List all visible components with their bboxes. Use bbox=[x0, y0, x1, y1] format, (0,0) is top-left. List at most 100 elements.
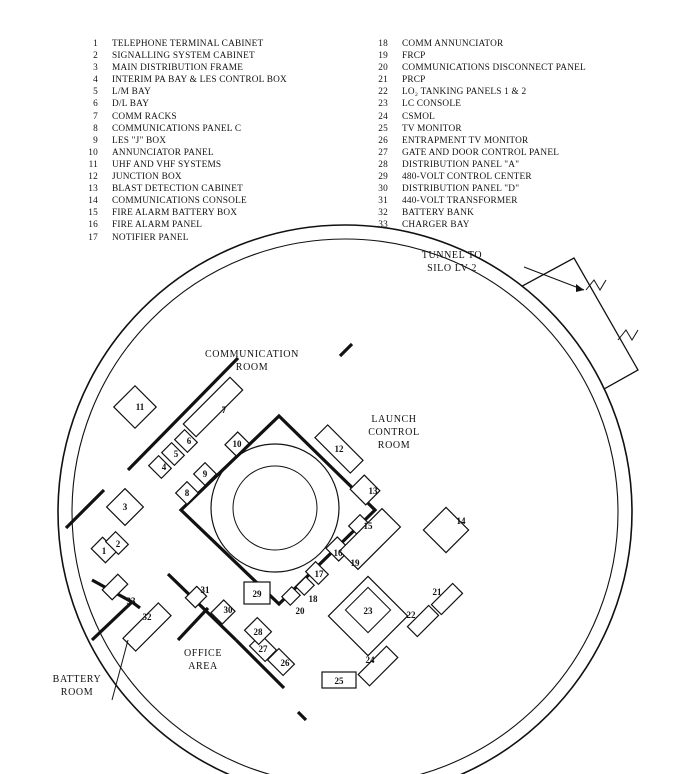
equipment-20 bbox=[280, 585, 302, 607]
equipment-30 bbox=[210, 599, 236, 625]
legend-number: 31 bbox=[378, 196, 388, 207]
legend-label: SIGNALLING SYSTEM CABINET bbox=[112, 51, 255, 62]
equipment-number: 23 bbox=[364, 606, 374, 616]
legend-label: COMM RACKS bbox=[112, 111, 177, 122]
legend-number: 13 bbox=[88, 184, 98, 195]
equipment-number: 4 bbox=[162, 462, 167, 472]
legend-label: INTERIM PA BAY & LES CONTROL BOX bbox=[112, 75, 287, 86]
legend-number: 16 bbox=[88, 220, 98, 231]
equipment-number: 9 bbox=[203, 469, 208, 479]
room-label-launch-3: ROOM bbox=[378, 440, 410, 451]
equipment-number: 1 bbox=[102, 546, 107, 556]
equipment-24 bbox=[357, 645, 399, 687]
equipment-number: 17 bbox=[315, 569, 325, 579]
equipment-number: 33 bbox=[127, 596, 137, 606]
equipment-32 bbox=[122, 602, 172, 652]
legend-item: 5 L/M BAY bbox=[76, 86, 346, 98]
legend-item: 21 PRCP bbox=[366, 74, 666, 86]
legend-label: JUNCTION BOX bbox=[112, 172, 182, 183]
equipment-number: 24 bbox=[366, 655, 376, 665]
room-label-battery-2: ROOM bbox=[61, 687, 93, 698]
legend-number: 4 bbox=[93, 75, 98, 86]
legend-label: CSMOL bbox=[402, 111, 436, 122]
equipment-13 bbox=[349, 474, 381, 506]
room-label-office-1: OFFICE bbox=[184, 648, 222, 659]
equipment-6 bbox=[173, 428, 199, 454]
legend-label: COMMUNICATIONS PANEL C bbox=[112, 123, 242, 134]
room-label-launch-2: CONTROL bbox=[368, 427, 419, 438]
legend-number: 23 bbox=[378, 99, 388, 110]
equipment-number: 28 bbox=[254, 627, 264, 637]
room-label-office-2: AREA bbox=[188, 661, 218, 672]
legend-number: 24 bbox=[378, 111, 388, 122]
legend-item: 28 DISTRIBUTION PANEL "A" bbox=[366, 159, 666, 171]
equipment-number: 3 bbox=[123, 502, 128, 512]
equipment-number: 18 bbox=[309, 594, 319, 604]
equipment-number: 26 bbox=[281, 658, 291, 668]
legend-number: 1 bbox=[93, 39, 98, 49]
equipment-19 bbox=[338, 507, 402, 571]
legend-number: 26 bbox=[378, 135, 388, 146]
legend-label: COMMUNICATIONS CONSOLE bbox=[112, 196, 247, 207]
legend-number: 18 bbox=[378, 39, 388, 49]
outer-wall bbox=[57, 224, 633, 774]
legend-label: LES "J" BOX bbox=[112, 135, 167, 146]
legend-label: ENTRAPMENT TV MONITOR bbox=[402, 135, 529, 146]
legend-number: 3 bbox=[93, 63, 98, 74]
equipment-2 bbox=[104, 530, 130, 556]
arrowhead-icon bbox=[576, 284, 584, 292]
legend-number: 20 bbox=[378, 63, 388, 74]
legend-number: 33 bbox=[378, 220, 388, 231]
legend-label: DISTRIBUTION PANEL "A" bbox=[402, 159, 520, 170]
legend-number: 28 bbox=[378, 159, 388, 170]
equipment-23-inner bbox=[344, 586, 392, 634]
legend-label: DISTRIBUTION PANEL "D" bbox=[402, 184, 520, 195]
legend-label: MAIN DISTRIBUTION FRAME bbox=[112, 63, 244, 74]
equipment-28 bbox=[243, 616, 273, 646]
equipment-number: 13 bbox=[369, 486, 379, 496]
legend-label: BLAST DETECTION CABINET bbox=[112, 184, 243, 195]
legend-label: TV MONITOR bbox=[402, 123, 462, 134]
equipment-33 bbox=[101, 573, 129, 601]
legend-number: 19 bbox=[378, 51, 388, 62]
equipment-11 bbox=[112, 384, 158, 430]
legend-label: 480-VOLT CONTROL CENTER bbox=[402, 172, 532, 183]
legend-label: L/M BAY bbox=[112, 87, 152, 98]
equipment-number: 15 bbox=[364, 521, 374, 531]
legend-number: 12 bbox=[88, 172, 98, 183]
equipment-number: 2 bbox=[116, 539, 121, 549]
legend-item: 13 BLAST DETECTION CABINET bbox=[76, 183, 346, 195]
legend-number: 5 bbox=[93, 87, 98, 98]
equipment-25 bbox=[321, 671, 357, 689]
legend-number: 9 bbox=[93, 135, 98, 146]
legend-number: 25 bbox=[378, 123, 388, 134]
legend-number: 30 bbox=[378, 184, 388, 195]
equipment-number: 21 bbox=[433, 587, 443, 597]
legend-number: 21 bbox=[378, 75, 388, 86]
equipment-7 bbox=[182, 376, 244, 438]
inner-wall bbox=[71, 238, 619, 774]
legend-number: 11 bbox=[88, 159, 98, 170]
equipment-number: 8 bbox=[185, 488, 190, 498]
equipment-number: 16 bbox=[334, 548, 344, 558]
equipment-number: 19 bbox=[351, 558, 361, 568]
legend-item: 26 ENTRAPMENT TV MONITOR bbox=[366, 135, 666, 147]
equipment-number: 22 bbox=[407, 610, 417, 620]
legend-label: PRCP bbox=[402, 75, 426, 86]
room-label-battery-1: BATTERY bbox=[53, 674, 102, 685]
